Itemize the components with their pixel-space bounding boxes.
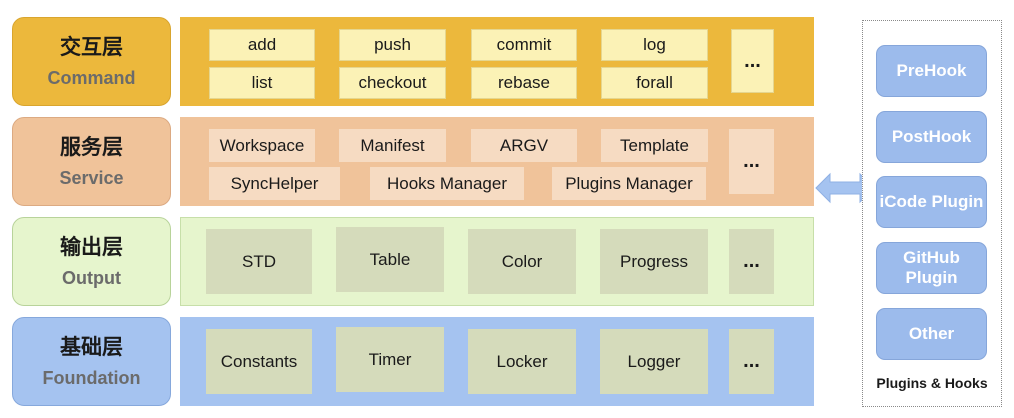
service-layer-label: 服务层 Service: [12, 117, 171, 206]
output-table: Table: [336, 227, 444, 292]
foundation-more: ...: [729, 329, 774, 394]
command-more: ...: [731, 29, 774, 93]
output-layer-title: 输出层: [60, 235, 123, 259]
service-manifest: Manifest: [339, 129, 446, 162]
output-layer-subtitle: Output: [62, 268, 121, 288]
plugin-icode: iCode Plugin: [876, 176, 987, 228]
command-log: log: [601, 29, 708, 61]
foundation-layer-title: 基础层: [60, 335, 123, 359]
command-forall: forall: [601, 67, 708, 99]
foundation-locker: Locker: [468, 329, 576, 394]
command-commit: commit: [471, 29, 577, 61]
plugin-prehook: PreHook: [876, 45, 987, 97]
foundation-timer: Timer: [336, 327, 444, 392]
command-checkout: checkout: [339, 67, 446, 99]
command-list: list: [209, 67, 315, 99]
service-hooks-manager: Hooks Manager: [370, 167, 524, 200]
command-layer-label: 交互层 Command: [12, 17, 171, 106]
service-argv: ARGV: [471, 129, 577, 162]
command-add: add: [209, 29, 315, 61]
foundation-logger: Logger: [600, 329, 708, 394]
service-synchelper: SyncHelper: [209, 167, 340, 200]
command-layer-title: 交互层: [60, 35, 123, 59]
foundation-layer-subtitle: Foundation: [42, 368, 141, 388]
plugin-github: GitHub Plugin: [876, 242, 987, 294]
output-progress: Progress: [600, 229, 708, 294]
output-color: Color: [468, 229, 576, 294]
service-workspace: Workspace: [209, 129, 315, 162]
service-template: Template: [601, 129, 708, 162]
plugin-posthook: PostHook: [876, 111, 987, 163]
output-more: ...: [729, 229, 774, 294]
service-more: ...: [729, 129, 774, 194]
service-layer-subtitle: Service: [59, 168, 124, 188]
foundation-layer-label: 基础层 Foundation: [12, 317, 171, 406]
service-layer-title: 服务层: [60, 135, 123, 159]
service-plugins-manager: Plugins Manager: [552, 167, 706, 200]
command-layer-subtitle: Command: [47, 68, 136, 88]
command-rebase: rebase: [471, 67, 577, 99]
output-std: STD: [206, 229, 312, 294]
output-layer-label: 输出层 Output: [12, 217, 171, 306]
foundation-constants: Constants: [206, 329, 312, 394]
plugins-hooks-caption: Plugins & Hooks: [876, 375, 988, 391]
plugin-other: Other: [876, 308, 987, 360]
command-push: push: [339, 29, 446, 61]
